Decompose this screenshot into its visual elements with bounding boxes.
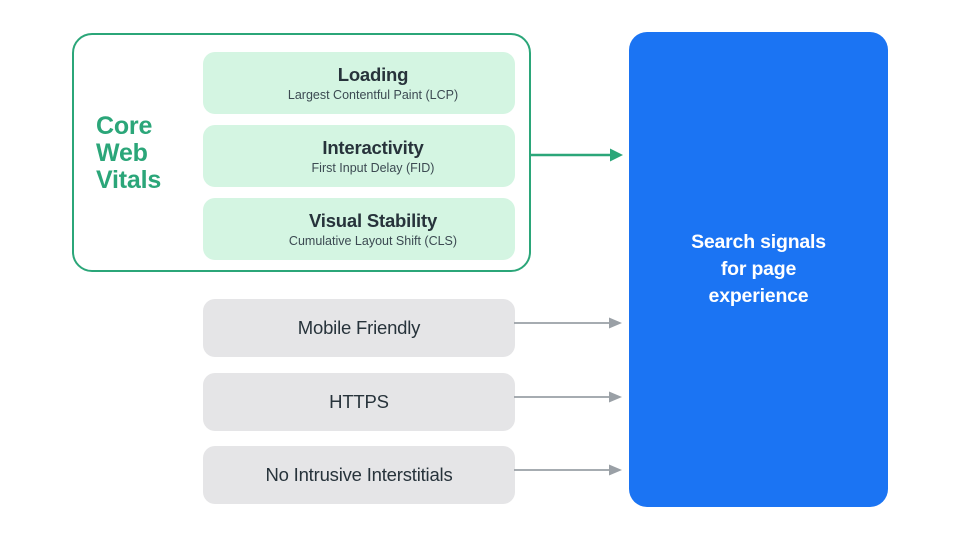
- vital-card-visual-stability[interactable]: Visual Stability Cumulative Layout Shift…: [203, 198, 515, 260]
- arrow-mobile-friendly-to-search-signals: [514, 317, 622, 329]
- signal-card-https[interactable]: HTTPS: [203, 373, 515, 431]
- vital-card-interactivity-title: Interactivity: [322, 136, 424, 158]
- vital-card-loading-subtitle: Largest Contentful Paint (LCP): [287, 87, 459, 102]
- search-signals-line-3: experience: [708, 285, 809, 307]
- signal-card-mobile-friendly[interactable]: Mobile Friendly: [203, 299, 515, 357]
- arrow-https-to-search-signals: [514, 391, 622, 403]
- signal-card-no-intrusive-interstitials[interactable]: No Intrusive Interstitials: [203, 446, 515, 504]
- signal-card-mobile-friendly-label: Mobile Friendly: [297, 317, 421, 338]
- core-web-vitals-label: Core Web Vitals: [96, 113, 188, 194]
- vital-card-visual-stability-title: Visual Stability: [308, 209, 438, 231]
- vital-card-loading-title: Loading: [337, 63, 409, 85]
- vital-card-interactivity-subtitle: First Input Delay (FID): [311, 160, 435, 175]
- signal-card-no-intrusive-interstitials-label: No Intrusive Interstitials: [265, 464, 453, 485]
- core-web-vitals-label-line-1: Core: [96, 112, 153, 140]
- search-signals-panel[interactable]: Search signals for page experience: [629, 32, 888, 507]
- vital-card-loading[interactable]: Loading Largest Contentful Paint (LCP): [203, 52, 515, 114]
- signal-card-https-label: HTTPS: [329, 391, 389, 412]
- core-web-vitals-label-line-3: Vitals: [96, 166, 162, 194]
- arrow-no-intrusive-interstitials-to-search-signals: [514, 464, 622, 476]
- core-web-vitals-label-line-2: Web: [96, 139, 148, 167]
- search-signals-panel-text: Search signals for page experience: [659, 229, 859, 310]
- vital-card-visual-stability-subtitle: Cumulative Layout Shift (CLS): [288, 233, 458, 248]
- vital-card-interactivity[interactable]: Interactivity First Input Delay (FID): [203, 125, 515, 187]
- search-signals-line-1: Search signals: [691, 231, 826, 253]
- search-signals-line-2: for page: [720, 258, 797, 280]
- arrow-core-web-vitals-to-search-signals: [529, 148, 623, 162]
